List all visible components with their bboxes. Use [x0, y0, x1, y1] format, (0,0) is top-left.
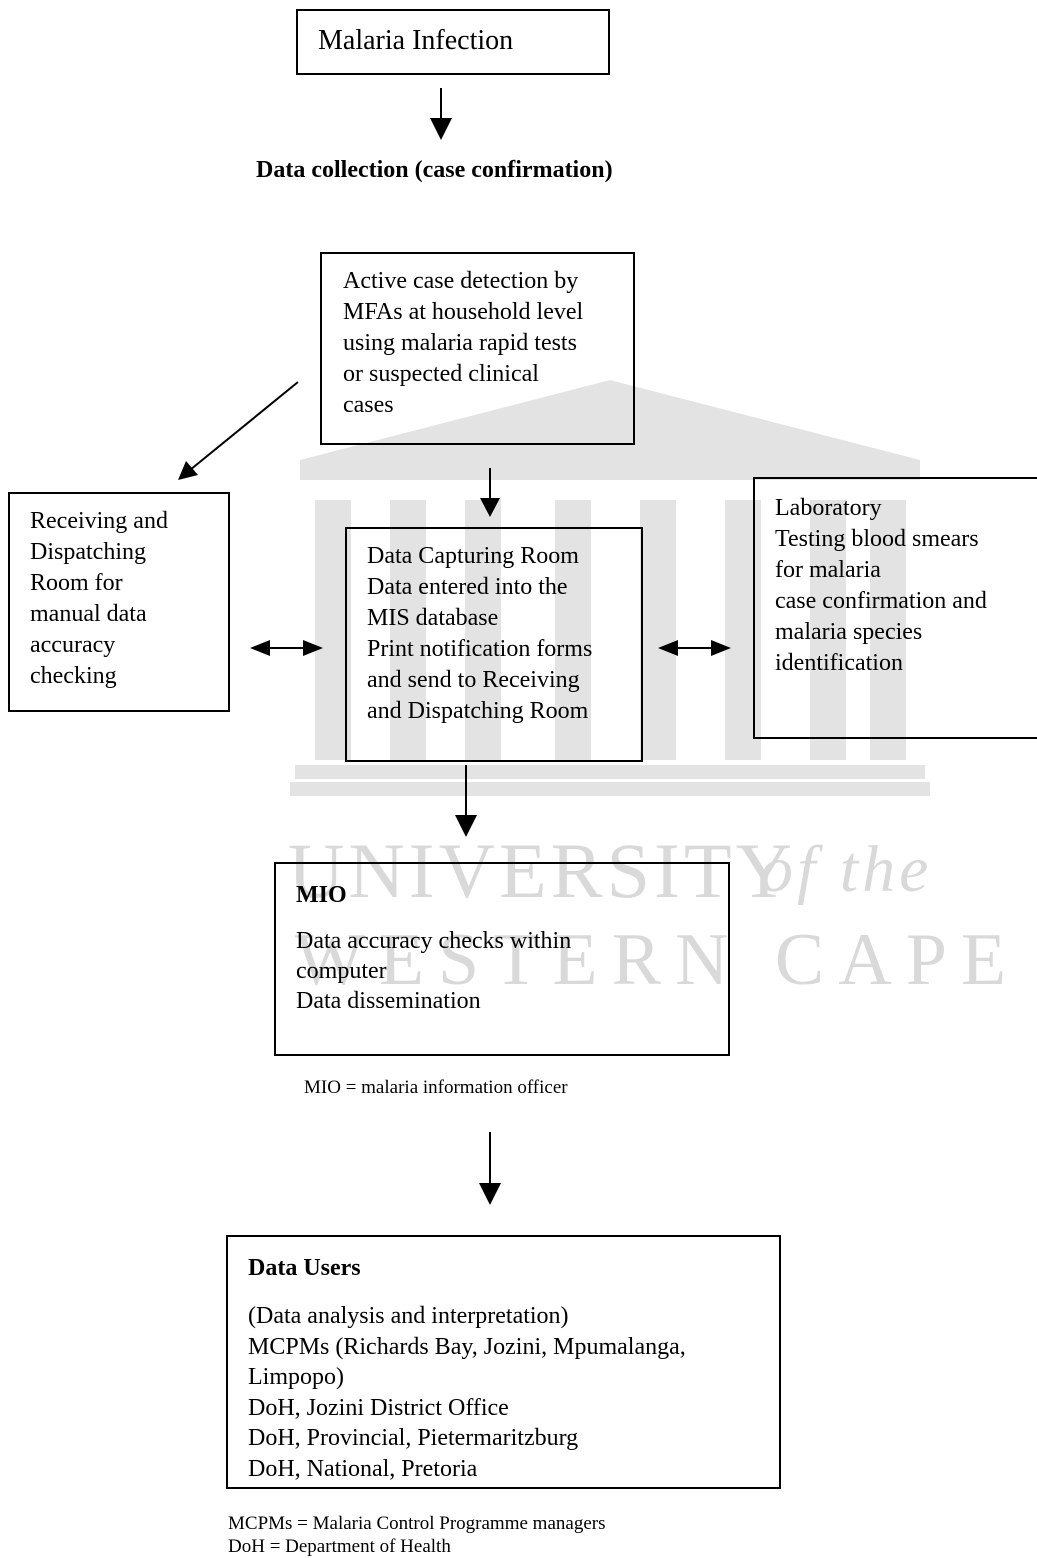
data-users-text: (Data analysis and interpretation) MCPMs…: [248, 1301, 686, 1484]
text-line: Testing blood smears: [775, 526, 979, 552]
active-case-detection-text: Active case detection by MFAs at househo…: [343, 266, 583, 421]
text-line: malaria species: [775, 619, 923, 645]
mio-box: MIO Data accuracy checks within computer…: [274, 862, 730, 1056]
text-line: DoH, National, Pretoria: [248, 1455, 478, 1482]
mio-text: Data accuracy checks within computer Dat…: [296, 926, 571, 1016]
text-line: for malaria: [775, 557, 881, 583]
text-line: Room for: [30, 570, 123, 596]
text-line: Active case detection by: [343, 268, 579, 294]
mio-footnote: MIO = malaria information officer: [304, 1077, 568, 1098]
data-collection-heading: Data collection (case confirmation): [256, 157, 613, 183]
data-users-box: Data Users (Data analysis and interpreta…: [226, 1235, 781, 1489]
data-users-title: Data Users: [248, 1255, 361, 1281]
abbreviation-footnotes: MCPMs = Malaria Control Programme manage…: [228, 1512, 605, 1558]
laboratory-text: Laboratory Testing blood smears for mala…: [775, 493, 987, 679]
malaria-infection-box: Malaria Infection: [296, 9, 610, 75]
text-line: manual data: [30, 601, 147, 627]
text-line: Data accuracy checks within: [296, 928, 572, 954]
malaria-infection-label: Malaria Infection: [318, 25, 514, 56]
laboratory-box: Laboratory Testing blood smears for mala…: [753, 477, 1037, 739]
text-line: DoH, Jozini District Office: [248, 1394, 509, 1421]
data-capturing-room-text: Data Capturing Room Data entered into th…: [367, 541, 592, 727]
text-line: or suspected clinical: [343, 361, 539, 387]
active-case-detection-box: Active case detection by MFAs at househo…: [320, 252, 635, 445]
text-line: checking: [30, 663, 117, 689]
footnote-doh: DoH = Department of Health: [228, 1536, 451, 1557]
text-line: and send to Receiving: [367, 667, 580, 693]
text-line: accuracy: [30, 632, 116, 658]
receiving-dispatching-box: Receiving and Dispatching Room for manua…: [8, 492, 230, 712]
watermark-western-cape-text: WESTERN CAPE: [295, 919, 1021, 1001]
footnote-mcpms: MCPMs = Malaria Control Programme manage…: [228, 1513, 606, 1534]
text-line: MFAs at household level: [343, 299, 584, 325]
text-line: DoH, Provincial, Pietermaritzburg: [248, 1425, 579, 1451]
arrow-detection-to-receiving: [189, 381, 299, 471]
text-line: Limpopo): [248, 1364, 344, 1390]
text-line: (Data analysis and interpretation): [248, 1303, 569, 1329]
text-line: and Dispatching Room: [367, 698, 589, 724]
text-line: Data entered into the: [367, 574, 568, 600]
text-line: cases: [343, 392, 394, 418]
text-line: Print notification forms: [367, 636, 593, 662]
text-line: using malaria rapid tests: [343, 330, 577, 356]
text-line: Dispatching: [30, 539, 146, 565]
text-line: Laboratory: [775, 495, 882, 521]
mio-title: MIO: [296, 882, 347, 908]
data-capturing-room-box: Data Capturing Room Data entered into th…: [345, 527, 643, 762]
receiving-dispatching-text: Receiving and Dispatching Room for manua…: [30, 506, 168, 692]
text-line: Receiving and: [30, 508, 168, 534]
watermark-university-text: UNIVERSITY: [288, 827, 796, 914]
text-line: MIS database: [367, 605, 499, 631]
watermark-of-the-text: of the: [760, 833, 933, 906]
text-line: identification: [775, 650, 903, 676]
text-line: Data dissemination: [296, 988, 481, 1014]
text-line: MCPMs (Richards Bay, Jozini, Mpumalanga,: [248, 1333, 686, 1360]
text-line: case confirmation and: [775, 588, 987, 614]
text-line: Data Capturing Room: [367, 543, 579, 569]
text-line: computer: [296, 958, 387, 984]
